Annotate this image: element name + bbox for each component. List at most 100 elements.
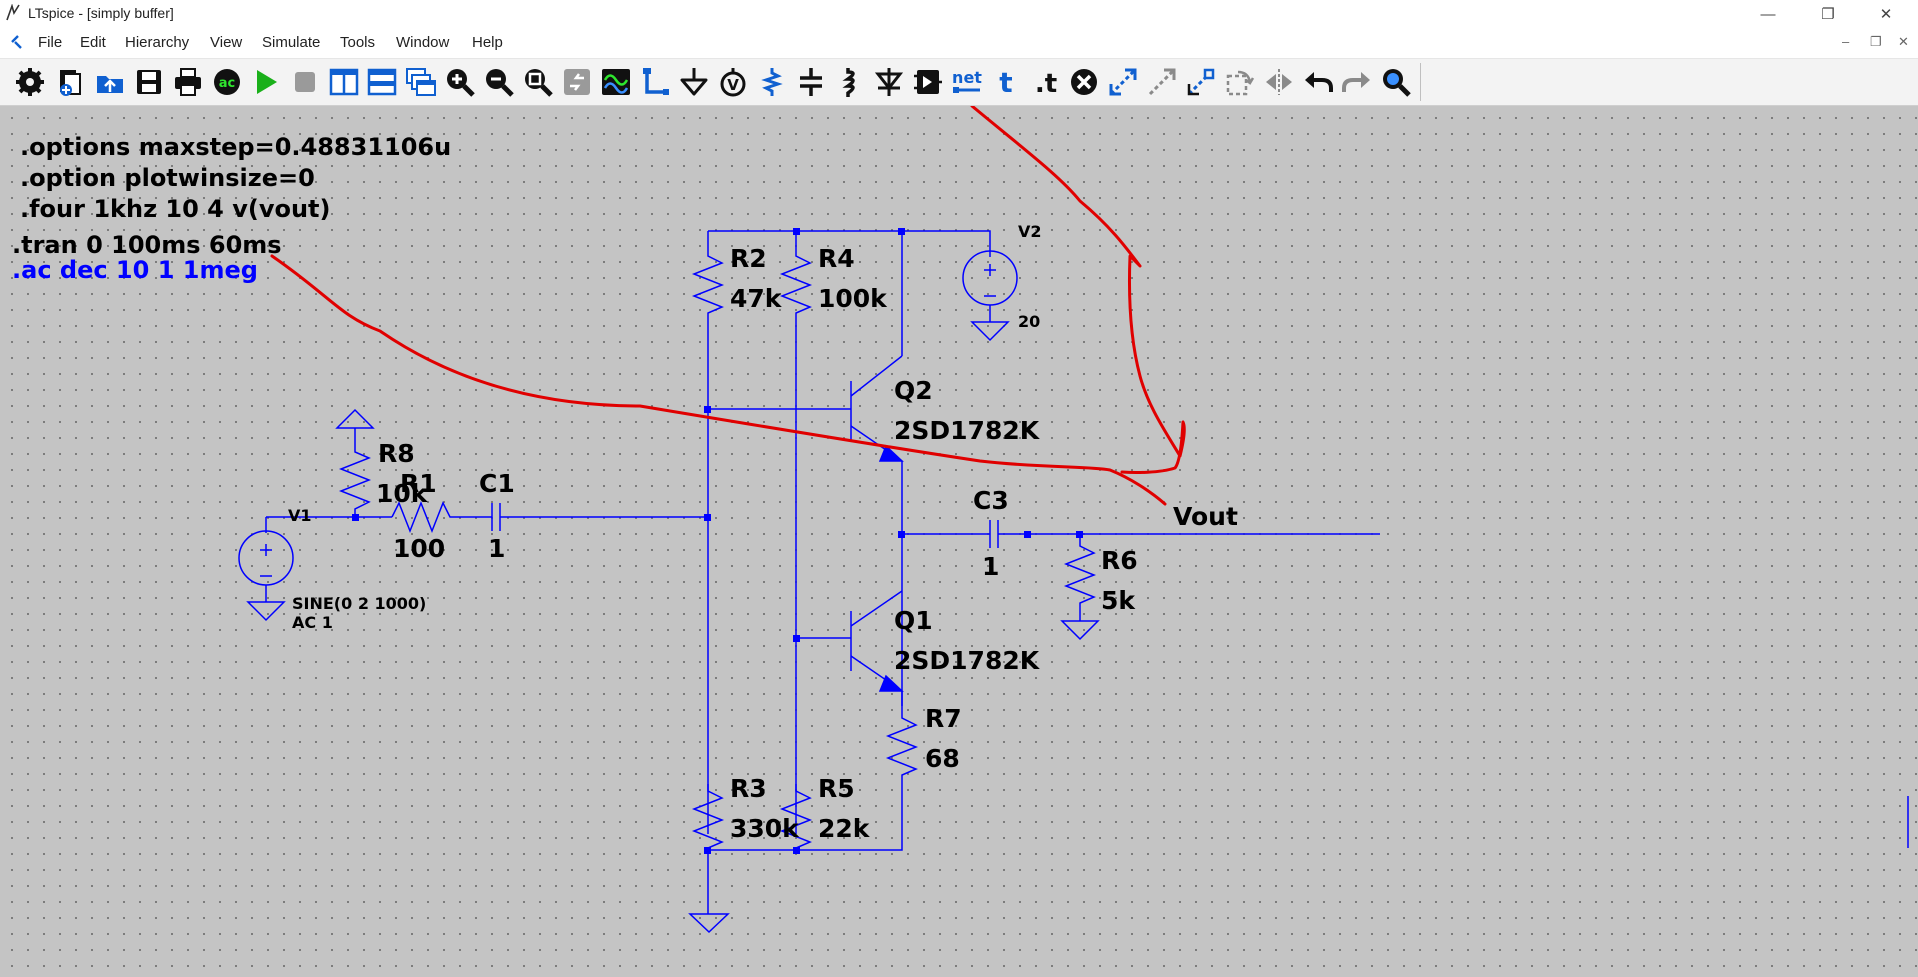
delete-icon[interactable]: [1068, 66, 1100, 98]
r7-name[interactable]: R7: [925, 704, 962, 733]
settings-icon[interactable]: [14, 66, 46, 98]
resistor-r8[interactable]: [338, 428, 372, 517]
menu-simulate[interactable]: Simulate: [262, 34, 321, 51]
redo-icon[interactable]: [1341, 66, 1373, 98]
document-icon[interactable]: [8, 32, 28, 52]
mirror-icon[interactable]: [1185, 66, 1217, 98]
r5-name[interactable]: R5: [818, 774, 855, 803]
r8-value[interactable]: 10k: [376, 479, 428, 508]
r4-name[interactable]: R4: [818, 244, 855, 273]
zoom-out-icon[interactable]: [483, 66, 515, 98]
c3-name[interactable]: C3: [973, 486, 1009, 515]
new-schematic-icon[interactable]: [54, 66, 86, 98]
wire-icon[interactable]: [639, 66, 671, 98]
menu-tools[interactable]: Tools: [340, 34, 376, 51]
zoom-back-icon[interactable]: [561, 66, 593, 98]
r3-value[interactable]: 330k: [730, 814, 799, 843]
r2-name[interactable]: R2: [730, 244, 767, 273]
directive-option-plotwinsize[interactable]: .option plotwinsize=0: [20, 164, 315, 192]
spice-directive-icon[interactable]: .t: [1029, 66, 1061, 98]
minimize-button[interactable]: —: [1760, 5, 1776, 23]
flip-icon[interactable]: [1263, 66, 1295, 98]
capacitor-icon[interactable]: [795, 66, 827, 98]
menu-window[interactable]: Window: [396, 34, 450, 51]
q2-name[interactable]: Q2: [894, 376, 933, 405]
v1-value[interactable]: SINE(0 2 1000): [292, 594, 427, 613]
net-label-icon[interactable]: net: [951, 66, 983, 98]
r2-value[interactable]: 47k: [730, 284, 782, 313]
r4-value[interactable]: 100k: [818, 284, 887, 313]
drag-icon[interactable]: [1146, 66, 1178, 98]
rotate-icon[interactable]: [1224, 66, 1256, 98]
schematic-canvas[interactable]: .options maxstep=0.48831106u .option plo…: [0, 106, 1918, 977]
waveform-icon[interactable]: [600, 66, 632, 98]
close-button[interactable]: ✕: [1879, 6, 1893, 23]
c1-name[interactable]: C1: [479, 469, 515, 498]
resistor-r3[interactable]: [691, 784, 725, 850]
resistor-r7[interactable]: [885, 706, 919, 834]
open-icon[interactable]: [94, 66, 126, 98]
v1-name[interactable]: V1: [288, 506, 312, 525]
directive-options-maxstep[interactable]: .options maxstep=0.48831106u: [20, 133, 452, 161]
v2-name[interactable]: V2: [1018, 222, 1042, 241]
zoom-in-icon[interactable]: [444, 66, 476, 98]
menu-hierarchy[interactable]: Hierarchy: [125, 34, 190, 51]
r3-name[interactable]: R3: [730, 774, 767, 803]
menu-edit[interactable]: Edit: [80, 34, 106, 51]
r1-name[interactable]: R1: [400, 469, 437, 498]
directive-four[interactable]: .four 1khz 10 4 v(vout): [20, 195, 331, 223]
voltage-source-v2[interactable]: [962, 250, 1018, 306]
ac-analysis-icon[interactable]: ac: [211, 66, 243, 98]
diode-icon[interactable]: [873, 66, 905, 98]
run-icon[interactable]: [250, 66, 282, 98]
halt-icon[interactable]: [289, 66, 321, 98]
resistor-r6[interactable]: [1063, 534, 1097, 621]
save-icon[interactable]: [133, 66, 165, 98]
zoom-fit-icon[interactable]: [522, 66, 554, 98]
wire-top-rail[interactable]: [708, 230, 991, 247]
r8-name[interactable]: R8: [378, 439, 415, 468]
v2-value[interactable]: 20: [1018, 312, 1041, 331]
text-icon[interactable]: t: [990, 66, 1022, 98]
find-icon[interactable]: [1380, 66, 1412, 98]
undo-icon[interactable]: [1302, 66, 1334, 98]
voltage-source-v1[interactable]: [238, 530, 294, 586]
voltage-label-icon[interactable]: V: [717, 66, 749, 98]
r6-name[interactable]: R6: [1101, 546, 1138, 575]
inductor-icon[interactable]: [834, 66, 866, 98]
resistor-r4[interactable]: [779, 248, 813, 321]
mdi-restore-button[interactable]: ❐: [1870, 34, 1882, 49]
tile-horizontal-icon[interactable]: [366, 66, 398, 98]
capacitor-c1[interactable]: [484, 503, 708, 531]
q1-value[interactable]: 2SD1782K: [894, 646, 1040, 675]
tile-vertical-icon[interactable]: [328, 66, 360, 98]
c3-value[interactable]: 1: [982, 552, 1000, 581]
q2-value[interactable]: 2SD1782K: [894, 416, 1040, 445]
resistor-r1[interactable]: [391, 500, 484, 534]
resistor-r2[interactable]: [691, 248, 725, 321]
resistor-icon[interactable]: [756, 66, 788, 98]
r5-value[interactable]: 22k: [818, 814, 870, 843]
wire-bottom-rail[interactable]: [707, 834, 903, 914]
q1-name[interactable]: Q1: [894, 606, 933, 635]
r1-value[interactable]: 100: [393, 534, 446, 563]
cascade-icon[interactable]: [405, 66, 437, 98]
menu-file[interactable]: File: [38, 34, 63, 51]
r6-value[interactable]: 5k: [1101, 586, 1136, 615]
component-icon[interactable]: [912, 66, 944, 98]
mdi-minimize-button[interactable]: –: [1842, 34, 1850, 49]
restore-button[interactable]: ❐: [1821, 6, 1835, 23]
net-label-vout[interactable]: Vout: [1173, 502, 1238, 531]
menu-view[interactable]: View: [210, 34, 243, 51]
directive-tran[interactable]: .tran 0 100ms 60ms: [12, 231, 282, 259]
ground-icon[interactable]: [678, 66, 710, 98]
print-icon[interactable]: [172, 66, 204, 98]
directive-ac[interactable]: .ac dec 10 1 1meg: [12, 256, 258, 284]
capacitor-c3[interactable]: [902, 520, 1380, 548]
resistor-r5[interactable]: [779, 784, 813, 850]
move-icon[interactable]: [1107, 66, 1139, 98]
mdi-close-button[interactable]: ✕: [1898, 34, 1909, 49]
c1-value[interactable]: 1: [488, 534, 506, 563]
menu-help[interactable]: Help: [472, 34, 503, 51]
r7-value[interactable]: 68: [925, 744, 960, 773]
